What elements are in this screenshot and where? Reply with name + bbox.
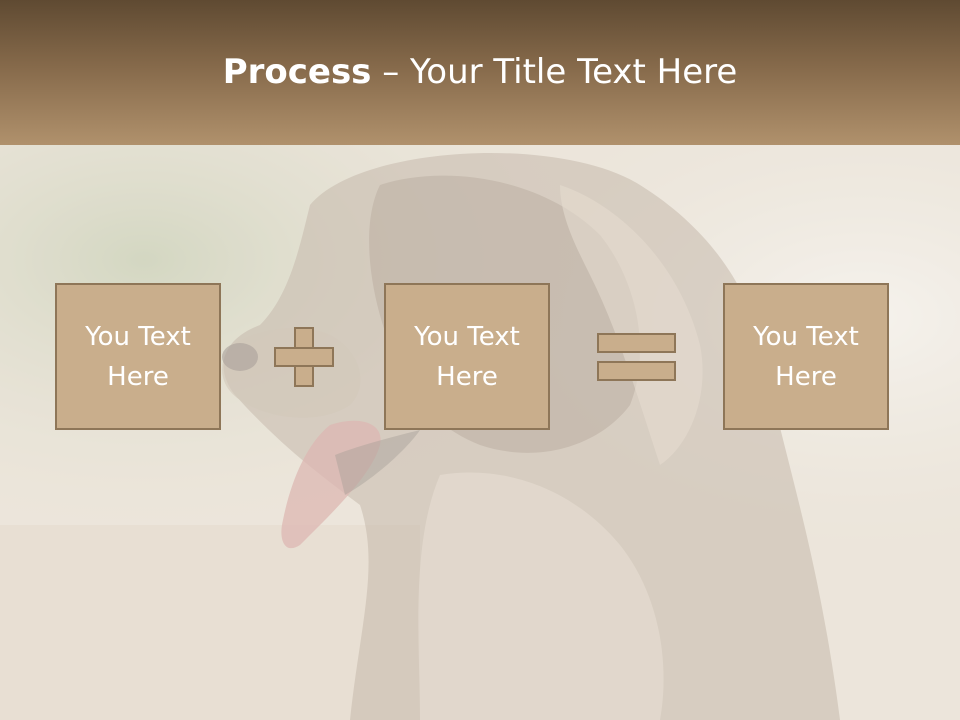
title-text: – Your Title Text Here: [371, 52, 738, 92]
box-2-line-1: You Text: [414, 321, 520, 352]
title-bar: Process – Your Title Text Here: [0, 0, 960, 145]
box-1-line-2: Here: [107, 361, 169, 392]
box-1-line-1: You Text: [85, 321, 191, 352]
photo-fade-overlay: [0, 145, 960, 720]
background-photo-dog: [0, 145, 960, 720]
slide-title[interactable]: Process – Your Title Text Here: [0, 52, 960, 92]
box-3-line-1: You Text: [753, 321, 859, 352]
title-bold: Process: [222, 52, 372, 92]
box-2-line-2: Here: [436, 361, 498, 392]
box-3-line-2: Here: [775, 361, 837, 392]
